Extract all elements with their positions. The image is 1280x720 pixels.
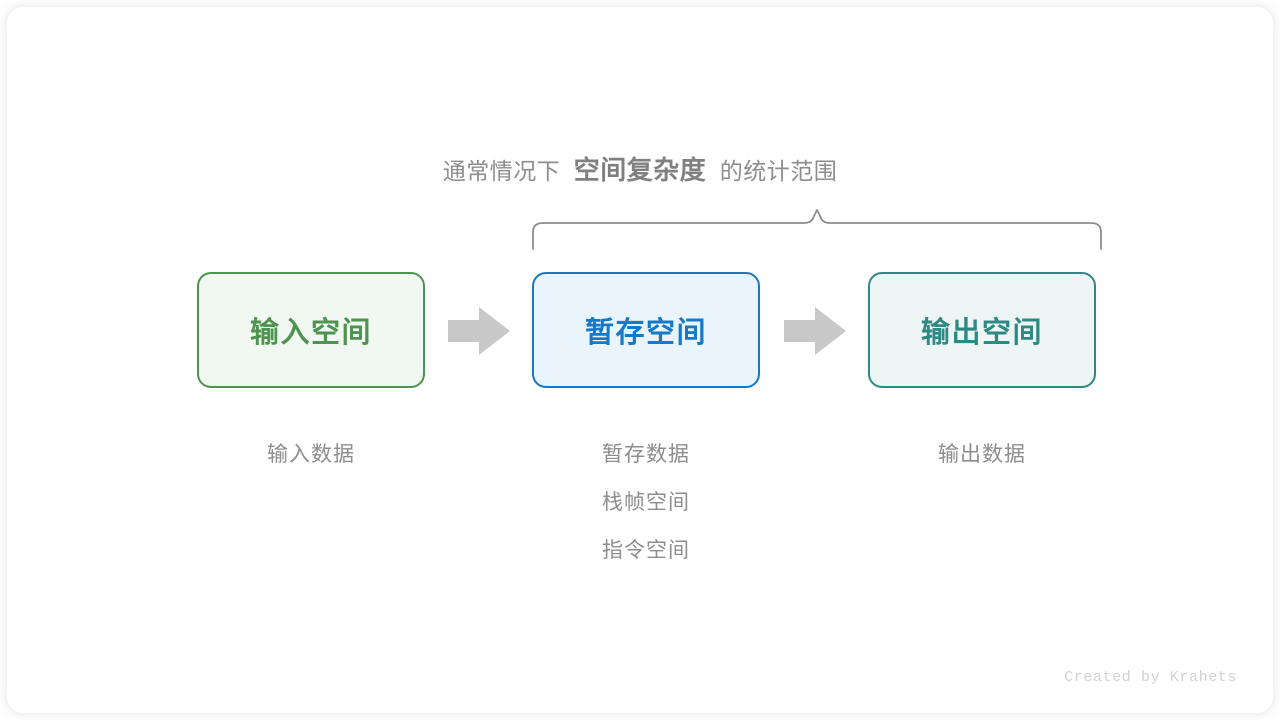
- curly-brace-icon: [532, 209, 1102, 250]
- label-item: 指令空间: [602, 539, 690, 562]
- caption-emphasis: 空间复杂度: [573, 155, 707, 185]
- caption-prefix: 通常情况下: [442, 158, 561, 184]
- brace-caption: 通常情况下 空间复杂度 的统计范围: [7, 157, 1273, 183]
- box-temp-space[interactable]: 暂存空间: [532, 272, 760, 388]
- credit-text: Created by Krahets: [1064, 669, 1237, 686]
- box-output-space-label: 输出空间: [920, 317, 1043, 349]
- labels-temp-column: 暂存数据 栈帧空间 指令空间: [532, 431, 760, 575]
- box-input-space[interactable]: 输入空间: [197, 272, 425, 388]
- arrow-right-icon: [784, 307, 846, 355]
- diagram-card: 通常情况下 空间复杂度 的统计范围 输入空间 暂存空间 输出空间 输入数据: [7, 7, 1273, 713]
- caption-suffix: 的统计范围: [719, 158, 838, 184]
- label-item: 输出数据: [938, 443, 1026, 466]
- labels-input-column: 输入数据: [197, 431, 425, 479]
- labels-output-column: 输出数据: [868, 431, 1096, 479]
- label-item: 输入数据: [267, 443, 355, 466]
- box-input-space-label: 输入空间: [249, 317, 372, 349]
- arrow-right-icon: [448, 307, 510, 355]
- label-item: 暂存数据: [602, 443, 690, 466]
- box-output-space[interactable]: 输出空间: [868, 272, 1096, 388]
- label-item: 栈帧空间: [602, 491, 690, 514]
- box-temp-space-label: 暂存空间: [584, 317, 707, 349]
